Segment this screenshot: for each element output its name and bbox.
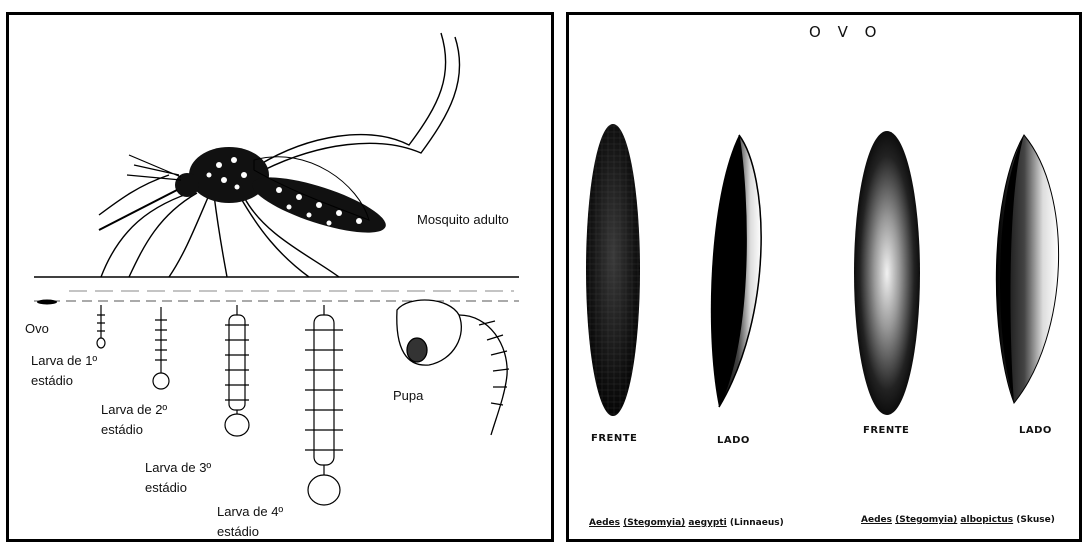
label-larva-4-line1: Larva de 4º: [217, 503, 283, 520]
species-author: (Skuse): [1016, 515, 1055, 525]
label-pupa: Pupa: [393, 387, 423, 404]
label-view-side-2: LADO: [1019, 425, 1052, 436]
label-view-front-1: FRENTE: [591, 433, 637, 444]
label-larva-2-line1: Larva de 2º: [101, 401, 167, 418]
larva-2-shape: [153, 307, 169, 389]
egg-aegypti-side-shadow: [711, 135, 747, 407]
label-larva-4-line2: estádio: [217, 523, 259, 540]
mosquito-body: [99, 147, 391, 244]
label-view-front-2: FRENTE: [863, 425, 909, 436]
label-larva-1-line1: Larva de 1º: [31, 352, 97, 369]
label-larva-2-line2: estádio: [101, 421, 143, 438]
species-genus: Aedes: [589, 518, 620, 528]
larva-4-shape: [305, 305, 343, 505]
species-subgenus: (Stegomyia): [623, 518, 685, 528]
egg-illustrations: [569, 15, 1082, 542]
species-genus: Aedes: [861, 515, 892, 525]
mosquito-legs: [99, 33, 460, 277]
egg-shape: [37, 300, 57, 305]
species-caption-albopictus: Aedes (Stegomyia) albopictus (Skuse): [861, 515, 1055, 525]
species-subgenus: (Stegomyia): [895, 515, 957, 525]
life-cycle-illustration: [9, 15, 554, 542]
label-larva-3-line1: Larva de 3º: [145, 459, 211, 476]
label-view-side-1: LADO: [717, 435, 750, 446]
egg-albopictus-front: [854, 131, 920, 415]
species-caption-aegypti: Aedes (Stegomyia) aegypti (Linnaeus): [589, 518, 784, 528]
egg-panel: O V O FRENTE LADO FRENTE LADO Aedes (Ste…: [566, 12, 1082, 542]
pupa-shape: [397, 300, 509, 435]
species-epithet: aegypti: [688, 518, 726, 528]
larva-3-shape: [225, 305, 249, 436]
label-adult-mosquito: Mosquito adulto: [417, 211, 509, 228]
species-author: (Linnaeus): [730, 518, 784, 528]
label-egg: Ovo: [25, 320, 49, 337]
larva-1-shape: [97, 305, 105, 348]
label-larva-3-line2: estádio: [145, 479, 187, 496]
title-ovo: O V O: [809, 23, 882, 41]
life-cycle-panel: Mosquito adulto Ovo Larva de 1º estádio …: [6, 12, 554, 542]
species-epithet: albopictus: [960, 515, 1013, 525]
label-larva-1-line2: estádio: [31, 372, 73, 389]
